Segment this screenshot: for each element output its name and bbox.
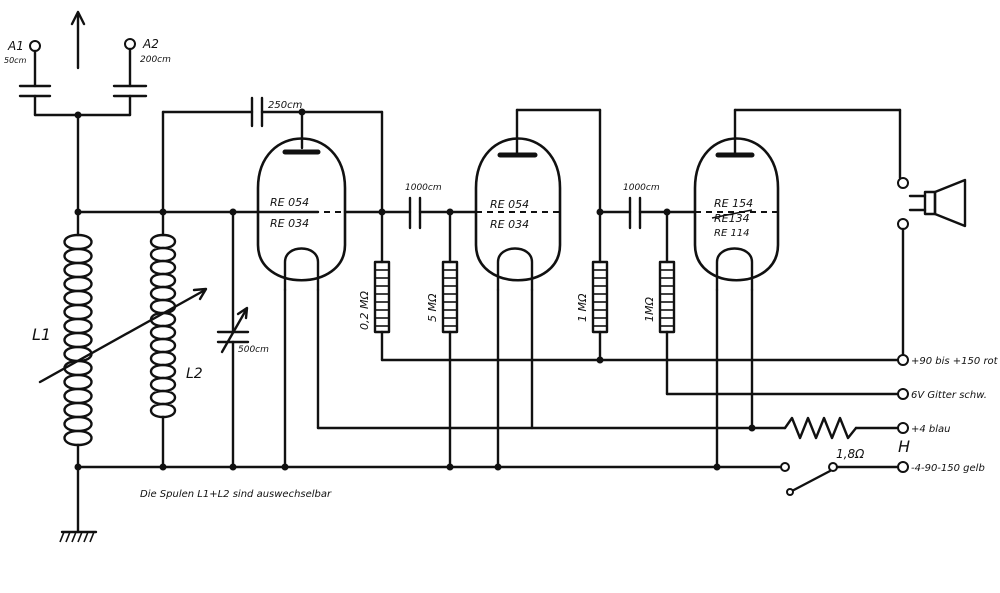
tube2-filament [496,247,534,292]
heater-resistor: 1,8Ω [750,416,900,461]
tube1-filament [283,247,320,292]
resistor3-label: 1 MΩ [576,293,589,322]
tube-3: RE 154 RE134 RE 114 [693,137,780,292]
coil-L1: L1 [32,210,93,469]
coil-L2: L2 [149,210,203,469]
coil1-label: L1 [32,325,51,344]
tuning-cap-label: 500cm [238,345,269,355]
resistor4-label: 1MΩ [643,297,656,322]
switch-label: H [898,437,910,456]
ground-icon [59,465,98,543]
terminals: +90 bis +150 rot 6V Gitter schw. +4 blau… [897,354,999,474]
resistor1-label: 0,2 MΩ [358,291,371,330]
resistor-0-2M: 0,2 MΩ [358,210,391,362]
antenna-section: A1 50cm A2 200cm [4,10,171,214]
terminal3-label: +4 blau [911,424,951,435]
heater-res-label: 1,8Ω [836,447,865,461]
tube-2: RE 054 RE 034 [474,137,562,292]
power-switch: H [780,437,910,496]
tube-1: RE 054 RE 034 [256,137,347,292]
tube1-type-b: RE 034 [270,217,309,230]
coil2-label: L2 [186,366,203,382]
tube2-type-a: RE 054 [490,198,529,211]
terminal-2 [897,388,909,400]
antenna-arrow-head [70,10,86,26]
coupling-arrow [38,288,207,384]
resistor-1M-b: 1MΩ [643,210,676,396]
loudspeaker [897,177,967,362]
antenna1-terminal [29,40,41,52]
tube2-type-b: RE 034 [490,218,529,231]
coil-note: Die Spulen L1+L2 sind auswechselbar [140,489,332,500]
resistor-5M: 5 MΩ [426,210,459,469]
antenna2-terminal [124,38,136,50]
antenna1-value: 50cm [4,56,27,65]
tube3-type-a: RE 154 [714,197,753,210]
antenna2-value: 200cm [140,55,171,65]
terminal4-label: -4-90-150 gelb [911,463,985,474]
resistor-1M-a: 1 MΩ [576,210,609,362]
terminal-1 [897,354,909,366]
antenna2-label: A2 [142,37,159,51]
tube1-type-a: RE 054 [270,196,309,209]
coupling-cap2-label: 1000cm [623,183,660,193]
coupling-cap1-label: 1000cm [405,183,442,193]
resistor2-label: 5 MΩ [426,293,439,322]
terminal2-label: 6V Gitter schw. [911,390,987,401]
grid-cap-label: 250cm [268,100,303,111]
terminal-4 [897,461,909,473]
terminal-3 [897,422,909,434]
antenna1-label: A1 [7,39,24,53]
tube3-filament [715,247,754,292]
tuning-capacitor: 500cm [216,210,269,469]
terminal1-label: +90 bis +150 rot [911,356,999,367]
tube3-type-c: RE 114 [714,228,750,239]
speaker-icon [923,190,937,216]
